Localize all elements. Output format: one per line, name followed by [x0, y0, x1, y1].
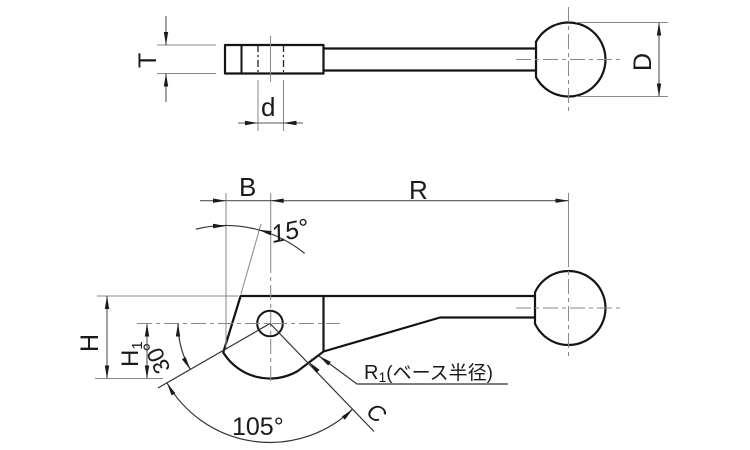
- h-arrow-top: [104, 296, 110, 309]
- base-arc-hidden-continuation: [297, 358, 313, 372]
- dd-arrow-top: [656, 22, 662, 36]
- ball-outline: [534, 21, 607, 98]
- b-arrow-left: [213, 198, 226, 203]
- r1-arrow: [319, 356, 331, 366]
- angle105-arrow-left: [167, 383, 176, 396]
- r-arrow-left: [270, 198, 284, 203]
- r1-leader-line: [318, 355, 508, 385]
- angle15-arrow-left: [213, 223, 226, 229]
- body-outline: [222, 294, 537, 380]
- label-boss-width: B: [239, 172, 256, 202]
- d-arrow-left: [245, 120, 258, 126]
- r-arrow-right: [555, 198, 569, 203]
- angle15-arc: [195, 224, 306, 254]
- angle105-arc: [166, 382, 354, 444]
- label-base-radius: R1(ベース半径): [364, 362, 493, 385]
- chamfer-leg-line: [269, 323, 375, 432]
- label-height1: H1: [117, 341, 146, 367]
- ball-outline-front: [533, 269, 607, 347]
- label-shaft-dia: d: [261, 92, 275, 122]
- label-thickness: T: [134, 53, 162, 68]
- label-angle-105: 105°: [232, 413, 284, 441]
- t-arrow-top: [163, 32, 169, 45]
- hub-outline: [223, 43, 325, 75]
- label-tilt-angle: 15°: [268, 214, 311, 249]
- label-lever-length: R: [409, 175, 428, 205]
- angle30-arrow-top: [175, 323, 181, 337]
- tilt-edge-extension: [240, 223, 262, 295]
- top-view: T d D: [134, 7, 668, 131]
- h-arrow-bottom: [104, 365, 110, 379]
- angle15-arrow-right: [258, 229, 272, 236]
- angle30-arc: [177, 323, 191, 370]
- front-view: B R 15° 30° 105° C H H1: [76, 172, 621, 444]
- t-arrow-bottom: [163, 73, 169, 87]
- label-ball-dia: D: [629, 53, 657, 71]
- h1-arrow-bottom: [144, 365, 150, 379]
- angle30-arrow-bottom: [181, 357, 191, 370]
- angle30-leg-line: [157, 322, 271, 389]
- d-arrow-right: [283, 120, 297, 126]
- label-height: H: [76, 334, 104, 352]
- dd-arrow-bottom: [656, 83, 662, 97]
- angle105-arrow-right: [341, 409, 353, 420]
- chamfer-arrow: [309, 362, 320, 373]
- h1-arrow-top: [144, 323, 150, 337]
